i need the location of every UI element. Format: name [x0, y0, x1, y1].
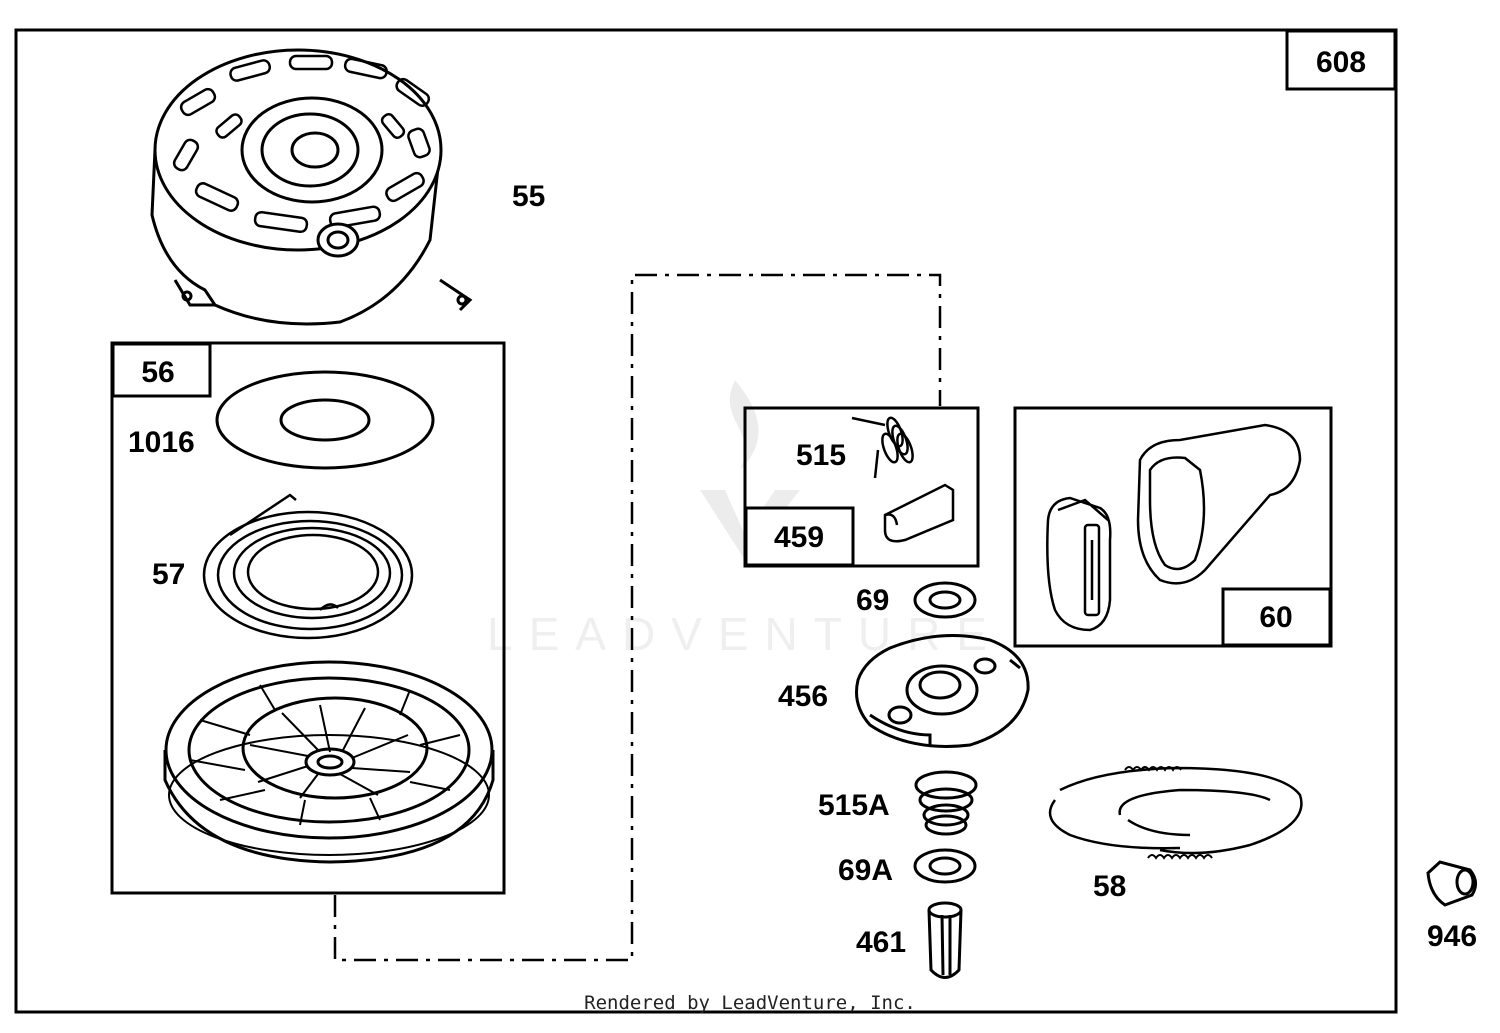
part-label-456: 456 — [778, 680, 828, 713]
pawl-kit-box — [743, 406, 980, 568]
rewind-spring-part[interactable] — [202, 493, 414, 640]
part-label-69a: 69A — [838, 854, 893, 887]
blower-housing-part[interactable] — [150, 48, 473, 326]
washer-69a-part[interactable] — [913, 848, 977, 884]
part-label-69: 69 — [856, 584, 889, 617]
part-label-58: 58 — [1093, 870, 1126, 903]
pawl-part[interactable] — [883, 483, 955, 543]
footer-credit: Rendered by LeadVenture, Inc. — [584, 992, 916, 1014]
assembly-number-box — [1285, 29, 1397, 91]
starter-rope-part[interactable] — [1048, 766, 1303, 860]
watermark: LEADVENTURE — [487, 380, 1003, 660]
compression-spring-part[interactable] — [914, 770, 978, 836]
handle-label-box — [1221, 587, 1332, 647]
part-label-55: 55 — [512, 180, 545, 213]
part-label-56: 56 — [141, 356, 174, 389]
washer-69-part[interactable] — [913, 581, 977, 619]
retainer-pin-part[interactable] — [927, 901, 963, 979]
part-label-946: 946 — [1427, 920, 1477, 953]
assembly-number: 608 — [1316, 46, 1366, 79]
torsion-spring-part[interactable] — [851, 416, 916, 479]
part-label-461: 461 — [856, 926, 906, 959]
starter-kit-label-box — [111, 342, 212, 398]
starter-kit-box — [110, 341, 506, 895]
watermark-text: LEADVENTURE — [487, 608, 1003, 660]
starter-handle-part[interactable] — [1046, 423, 1302, 632]
part-label-1016: 1016 — [128, 426, 195, 459]
washer-1016-part[interactable] — [215, 370, 435, 470]
outer-frame — [14, 28, 1398, 1014]
pawl-retainer-part[interactable] — [855, 634, 1030, 748]
rope-clip-part[interactable] — [1426, 860, 1477, 907]
pawl-label-box — [744, 506, 855, 567]
handle-kit-box — [1013, 406, 1333, 648]
part-label-57: 57 — [152, 558, 185, 591]
part-label-459: 459 — [774, 521, 824, 554]
part-label-515: 515 — [796, 439, 846, 472]
part-label-515a: 515A — [818, 789, 890, 822]
starter-pulley-part[interactable] — [163, 660, 495, 864]
part-label-60: 60 — [1259, 601, 1292, 634]
leader-lines — [333, 273, 942, 962]
